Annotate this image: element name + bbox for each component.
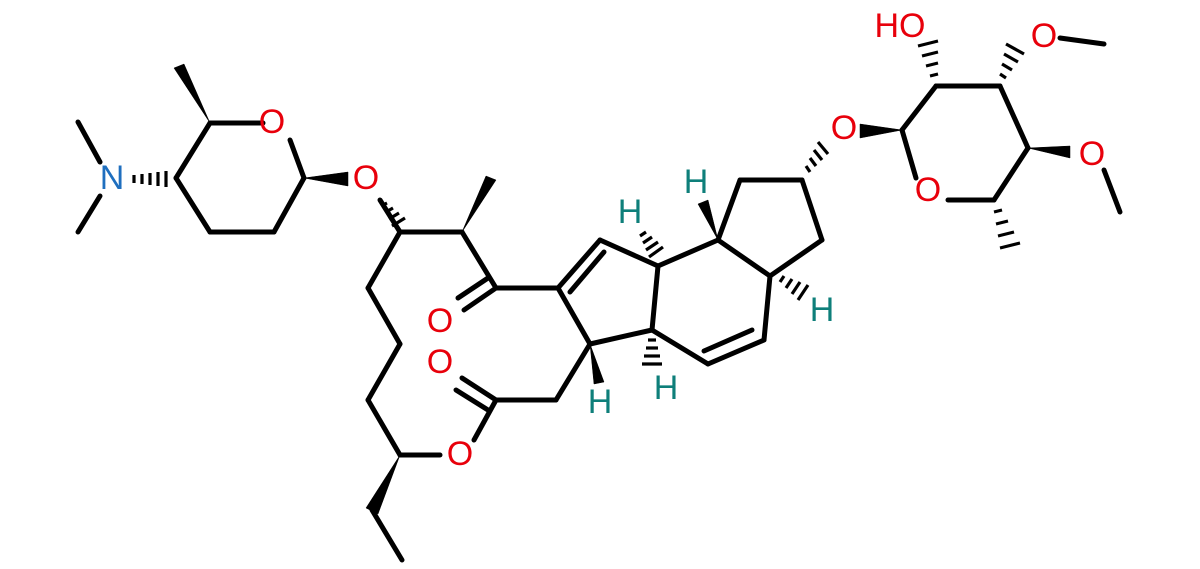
wedge-bond xyxy=(697,199,719,241)
nitrogen-label: N xyxy=(100,159,125,197)
bond xyxy=(75,193,103,235)
wedge-bond xyxy=(303,171,349,187)
bond xyxy=(705,337,767,367)
lactone-carbonyl-oxygen-label: O xyxy=(427,343,453,381)
bond xyxy=(369,507,405,563)
bond xyxy=(75,119,103,165)
wedge-bond xyxy=(1027,145,1071,159)
bond xyxy=(555,237,603,291)
bond xyxy=(459,375,499,403)
bond xyxy=(173,120,213,181)
glycosidic-oxygen-label: O xyxy=(353,159,379,197)
wedge-bonds xyxy=(173,63,1071,515)
bond xyxy=(365,285,403,347)
wedge-bond xyxy=(365,454,401,515)
hash-bond xyxy=(804,140,830,173)
bond xyxy=(271,175,307,235)
bond xyxy=(701,327,755,354)
bond xyxy=(567,249,607,295)
wedge-bond xyxy=(173,63,211,124)
hash-bond xyxy=(917,39,939,78)
hash-bond xyxy=(132,171,168,187)
bond xyxy=(997,83,1031,151)
hydrogen-label: H xyxy=(684,163,709,201)
bond xyxy=(799,177,825,243)
bond xyxy=(1101,167,1123,215)
bond xyxy=(553,341,593,403)
wedge-bond xyxy=(859,123,903,139)
hash-bond xyxy=(778,275,810,301)
bond xyxy=(715,237,773,279)
hydrogen-label: H xyxy=(588,383,613,421)
lactone-ring-oxygen-label: O xyxy=(447,435,473,473)
ring-oxygen-label: O xyxy=(259,103,285,141)
bond xyxy=(555,285,593,347)
bond xyxy=(1057,35,1107,47)
bond xyxy=(597,237,661,269)
bond xyxy=(459,229,499,291)
bond xyxy=(899,83,939,133)
bond xyxy=(761,273,773,343)
hash-bond xyxy=(999,42,1025,80)
hash-bond xyxy=(993,208,1021,250)
ketone-oxygen-label: O xyxy=(427,302,453,340)
bond xyxy=(649,327,711,367)
wedge-bond xyxy=(589,343,605,385)
bond xyxy=(287,137,307,181)
bond xyxy=(715,177,743,243)
bond xyxy=(453,387,491,413)
hash-bond xyxy=(382,201,406,228)
hydrogen-label: H xyxy=(810,291,835,329)
bonds xyxy=(75,35,1123,563)
bond xyxy=(649,263,661,333)
hydrogen-label: H xyxy=(654,369,679,407)
bond xyxy=(655,237,721,269)
methoxy-oxygen-label: O xyxy=(1079,135,1105,173)
hashed-bonds xyxy=(132,39,1025,366)
bond xyxy=(899,127,919,181)
hash-bond xyxy=(639,230,664,259)
bond xyxy=(173,175,213,235)
bond xyxy=(455,275,491,301)
wedge-bond xyxy=(461,175,497,233)
methoxy-oxygen-label: O xyxy=(1031,17,1057,55)
bond xyxy=(991,145,1031,203)
bond xyxy=(767,237,825,279)
atom-labels: N O O O O O H H H H H O O HO O O xyxy=(100,7,1106,473)
glycosidic-oxygen-label: O xyxy=(831,109,857,147)
bond xyxy=(365,341,403,403)
bond xyxy=(587,327,655,347)
bond xyxy=(471,397,499,443)
bond xyxy=(365,229,403,291)
bond xyxy=(365,397,403,458)
hydrogen-label: H xyxy=(618,193,643,231)
hash-bond xyxy=(642,338,662,366)
bond xyxy=(461,285,499,313)
sugar-ring-oxygen-label: O xyxy=(915,171,941,209)
hydroxyl-label: HO xyxy=(875,7,926,45)
